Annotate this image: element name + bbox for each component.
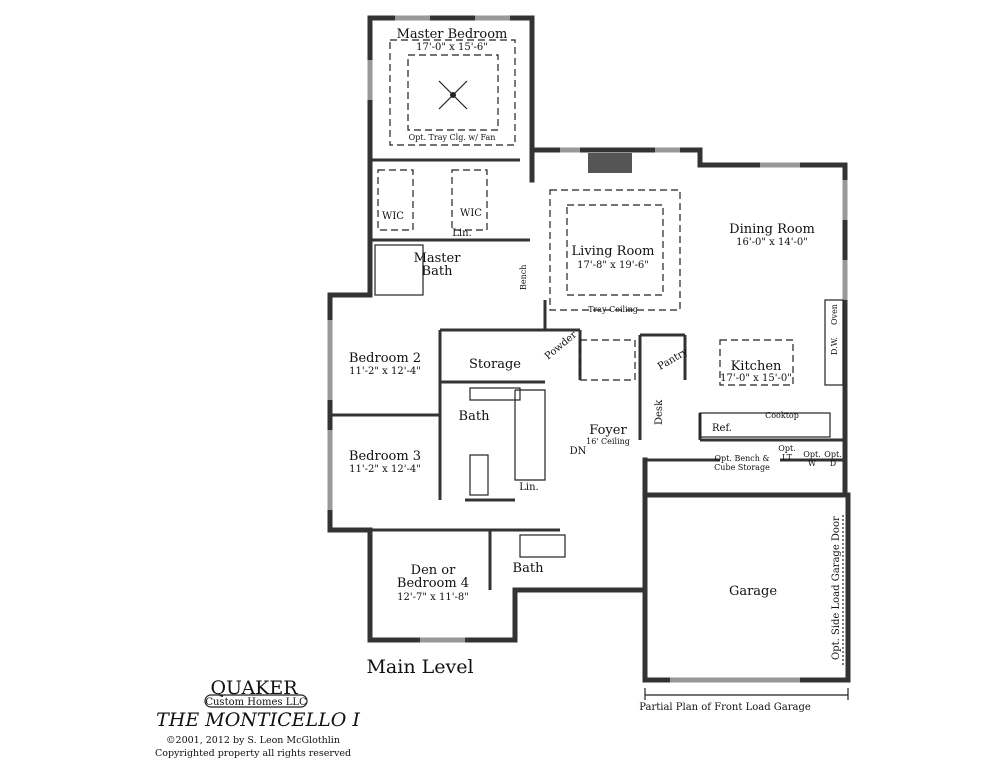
copyright: ©2001, 2012 by S. Leon McGlothlin: [166, 735, 340, 746]
kitchen-label: Kitchen: [731, 359, 782, 374]
master-bedroom-note: Opt. Tray Clg. w/ Fan: [409, 133, 496, 142]
master-bedroom-label: Master Bedroom: [397, 27, 508, 42]
dining-room-dims: 16'-0" x 14'-0": [736, 237, 808, 248]
dw-label: D.W.: [830, 337, 839, 355]
company-name: QUAKER: [210, 677, 298, 699]
desk-label: Desk: [654, 399, 665, 425]
dryer-label-2: D: [830, 459, 836, 468]
dryer-label-1: Opt.: [824, 450, 841, 459]
wic-right-label: WIC: [460, 208, 482, 219]
interior-walls: [330, 158, 845, 590]
laundry-tub-label-1: Opt.: [778, 444, 795, 453]
ceiling-fan-icon: [438, 80, 468, 110]
bedroom2-label: Bedroom 2: [349, 351, 421, 366]
master-bath-label-2: Bath: [422, 264, 454, 279]
bench-storage-label-1: Opt. Bench &: [714, 454, 769, 463]
windows: [327, 15, 848, 683]
hall-lin-label: Lin.: [519, 482, 538, 493]
rights: Copyrighted property all rights reserved: [155, 748, 351, 759]
master-bath-label-1: Master: [414, 251, 462, 266]
stairs-dn-label: DN: [570, 446, 587, 457]
bedroom2-dims: 11'-2" x 12'-4": [349, 366, 421, 377]
ref-label: Ref.: [712, 423, 732, 434]
garage-door-label: Opt. Side Load Garage Door: [831, 516, 842, 660]
foyer-label: Foyer: [589, 423, 627, 438]
bench-storage-label-2: Cube Storage: [714, 463, 770, 472]
company-sub: Custom Homes LLC: [205, 697, 307, 708]
dining-room-label: Dining Room: [729, 222, 815, 237]
partial-plan-label: Partial Plan of Front Load Garage: [639, 702, 811, 713]
den-bath-label: Bath: [513, 561, 545, 576]
ceiling-outlines: [377, 39, 794, 386]
oven-label: Oven: [830, 304, 839, 325]
den-label-1: Den or: [411, 563, 456, 578]
foyer-note: 16' Ceiling: [586, 437, 630, 446]
wic-left-label: WIC: [382, 211, 404, 222]
level-title: Main Level: [366, 656, 473, 678]
living-room-note: Tray Ceiling: [588, 305, 638, 314]
den-label-2: Bedroom 4: [397, 576, 469, 591]
laundry-tub-label-2: LT: [782, 453, 793, 462]
bedroom3-label: Bedroom 3: [349, 449, 421, 464]
washer-label-2: W: [808, 459, 817, 468]
living-room-label: Living Room: [572, 244, 655, 259]
master-bedroom-dims: 17'-0" x 15'-6": [416, 42, 488, 53]
plan-name: THE MONTICELLO I: [156, 709, 360, 731]
kitchen-dims: 17'-0" x 15'-0": [720, 373, 792, 384]
cooktop-label: Cooktop: [765, 411, 799, 420]
washer-label-1: Opt.: [803, 450, 820, 459]
hall-bath-label: Bath: [459, 409, 491, 424]
den-dims: 12'-7" x 11'-8": [397, 592, 469, 603]
powder-label: Powder: [543, 329, 579, 362]
branding-logo: QUAKER Custom Homes LLC THE MONTICELLO I…: [155, 677, 360, 759]
garage-label: Garage: [729, 584, 777, 599]
bench-label: Bench: [519, 265, 528, 290]
master-lin-label: Lin.: [452, 228, 471, 239]
storage-label: Storage: [469, 357, 521, 372]
bedroom3-dims: 11'-2" x 12'-4": [349, 464, 421, 475]
living-room-dims: 17'-8" x 19'-6": [577, 260, 649, 271]
